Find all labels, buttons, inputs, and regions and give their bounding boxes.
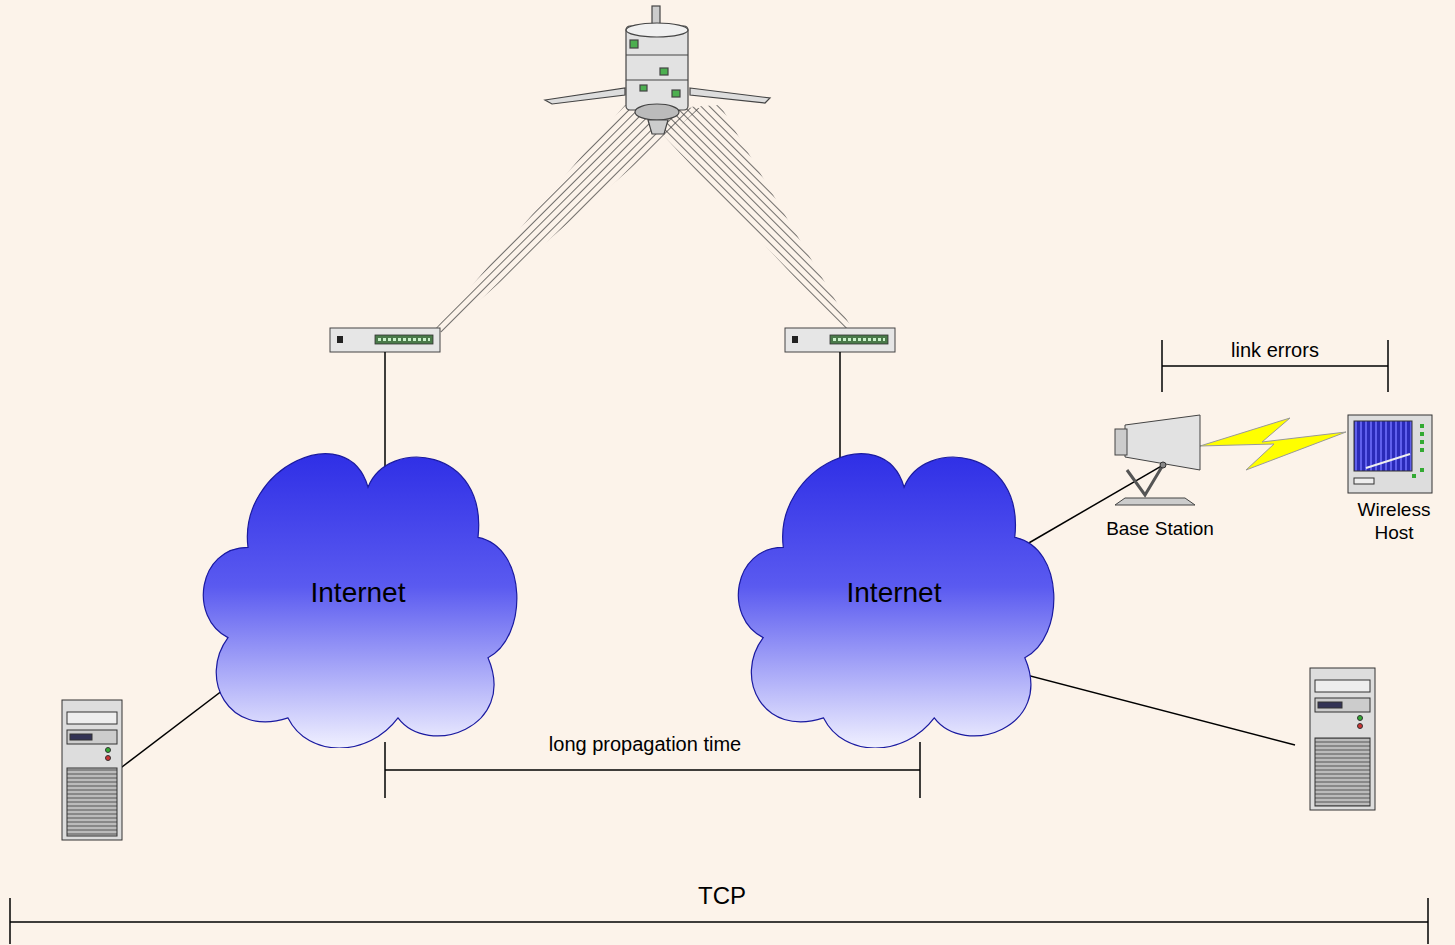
bracket-label: long propagation time <box>549 733 741 756</box>
router-link <box>384 352 386 480</box>
router <box>330 328 440 352</box>
satellite-beam <box>436 105 853 333</box>
node-label: Internet <box>733 437 1055 748</box>
router <box>785 328 895 352</box>
node-label: Base Station <box>1085 517 1235 540</box>
node-label: Wireless Host <box>1340 498 1448 544</box>
wireless-link <box>1200 418 1346 470</box>
base-station: Base Station <box>1085 405 1235 540</box>
server-link <box>1000 668 1295 745</box>
server <box>62 700 122 840</box>
internet-cloud: Internet <box>198 437 518 748</box>
bracket-label: TCP <box>698 882 746 910</box>
bracket-label: link errors <box>1231 339 1319 362</box>
internet-cloud: Internet <box>733 437 1055 748</box>
satellite <box>545 6 770 134</box>
wireless-host: Wireless Host <box>1340 410 1448 550</box>
server <box>1310 668 1375 810</box>
node-label: Internet <box>198 437 518 748</box>
